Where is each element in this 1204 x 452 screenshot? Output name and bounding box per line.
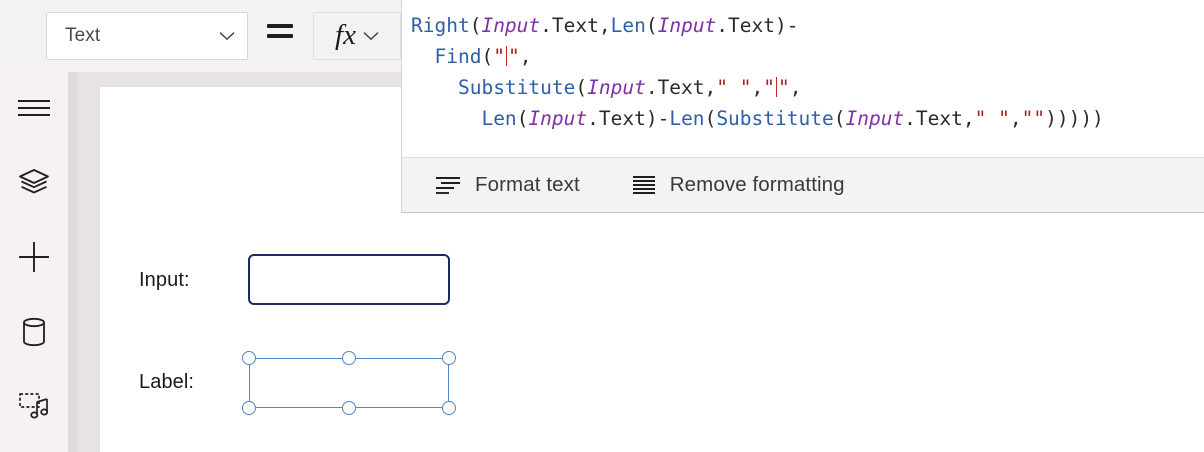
rail-item-data[interactable] xyxy=(0,310,68,354)
label-field-label: Label: xyxy=(139,371,195,393)
remove-formatting-label: Remove formatting xyxy=(669,173,845,196)
formula-token-prop: .Text xyxy=(716,14,775,37)
formula-line: Find("", xyxy=(411,41,1204,72)
resize-handle-bottom-left[interactable] xyxy=(242,401,256,415)
formula-token-pun: , xyxy=(1009,107,1022,130)
formula-token-fn: Len xyxy=(610,14,646,37)
formula-token-str: " xyxy=(763,76,776,99)
formula-token-pun: , xyxy=(598,14,611,37)
formula-token-pun: , xyxy=(962,107,975,130)
formula-token-id: Input xyxy=(528,107,588,130)
input-text-control[interactable] xyxy=(248,254,450,305)
rail-item-tree-view[interactable] xyxy=(0,160,68,204)
formula-token-pun: , xyxy=(704,76,717,99)
fx-button[interactable]: fx xyxy=(313,12,401,60)
property-select-value: Text xyxy=(65,25,101,46)
formula-token-fn: Len xyxy=(669,107,705,130)
formula-token-pun: , xyxy=(789,76,802,99)
formula-line: Len(Input.Text)-Len(Substitute(Input.Tex… xyxy=(411,103,1204,134)
fx-glyph: fx xyxy=(335,18,356,51)
format-text-button[interactable]: Format text xyxy=(429,165,586,205)
left-rail xyxy=(0,72,68,452)
formula-token-pun: ( xyxy=(704,107,717,130)
property-select[interactable]: Text xyxy=(46,12,248,60)
formula-token-prop: .Text xyxy=(645,76,705,99)
formula-token-pun: ))))) xyxy=(1045,107,1104,130)
formula-token-str: " xyxy=(493,45,505,68)
formula-token-pun xyxy=(411,107,481,130)
formula-token-id: Input xyxy=(481,14,541,37)
formula-token-pun: ( xyxy=(481,45,494,68)
formula-token-pun: , xyxy=(519,45,532,68)
formula-token-pun: ( xyxy=(575,76,588,99)
formula-token-prop: .Text xyxy=(904,107,963,130)
formula-token-id: Input xyxy=(657,14,717,37)
formula-token-str: " xyxy=(507,45,520,68)
equals-sign xyxy=(267,24,293,46)
database-icon xyxy=(23,317,45,347)
formula-editor-panel: Right(Input.Text,Len(Input.Text)- Find("… xyxy=(401,0,1204,213)
plus-icon xyxy=(19,242,49,272)
format-text-icon xyxy=(436,177,460,194)
rail-separator xyxy=(68,72,77,452)
rail-item-media[interactable] xyxy=(0,383,68,427)
format-text-label: Format text xyxy=(475,173,580,196)
formula-token-pun: ( xyxy=(469,14,482,37)
formula-token-prop: .Text xyxy=(540,14,599,37)
formula-toolbar: Format text Remove formatting xyxy=(402,157,1204,212)
chevron-down-icon xyxy=(219,32,235,41)
rail-item-insert[interactable] xyxy=(0,235,68,279)
text-caret xyxy=(505,46,507,66)
formula-token-pun: ( xyxy=(516,107,529,130)
formula-token-pun: ( xyxy=(833,107,846,130)
resize-handle-bottom-right[interactable] xyxy=(442,401,456,415)
formula-code-editor[interactable]: Right(Input.Text,Len(Input.Text)- Find("… xyxy=(402,0,1204,156)
media-icon xyxy=(19,393,49,419)
formula-token-id: Input xyxy=(587,76,646,99)
remove-formatting-icon xyxy=(632,175,655,194)
formula-token-fn: Substitute xyxy=(457,76,576,99)
formula-token-pun: )- xyxy=(775,14,799,37)
formula-token-pun: )- xyxy=(645,107,670,130)
remove-formatting-button[interactable]: Remove formatting xyxy=(626,165,851,205)
formula-line: Right(Input.Text,Len(Input.Text)- xyxy=(411,10,1204,41)
formula-token-str: " " xyxy=(716,76,752,99)
formula-token-str: " xyxy=(778,76,790,99)
resize-handle-top-right[interactable] xyxy=(442,351,456,365)
input-field-label: Input: xyxy=(139,269,190,291)
formula-token-str: "" xyxy=(1021,107,1046,130)
text-caret xyxy=(776,77,778,97)
formula-token-fn: Find xyxy=(434,45,482,68)
formula-line: Substitute(Input.Text," ","", xyxy=(411,72,1204,103)
formula-token-pun: ( xyxy=(645,14,658,37)
formula-token-fn: Right xyxy=(411,14,470,37)
hamburger-menu-icon xyxy=(18,99,50,117)
formula-token-fn: Len xyxy=(481,107,517,130)
formula-token-prop: .Text xyxy=(587,107,646,130)
rail-item-menu[interactable] xyxy=(0,86,68,130)
resize-handle-top-left[interactable] xyxy=(242,351,256,365)
resize-handle-top-center[interactable] xyxy=(342,351,356,365)
formula-token-pun xyxy=(411,45,434,68)
formula-token-pun xyxy=(411,76,458,99)
formula-token-id: Input xyxy=(845,107,905,130)
resize-handle-bottom-center[interactable] xyxy=(342,401,356,415)
formula-token-str: " " xyxy=(974,107,1010,130)
layers-icon xyxy=(19,169,49,194)
formula-token-pun: , xyxy=(751,76,764,99)
formula-token-fn: Substitute xyxy=(716,107,834,130)
chevron-down-icon xyxy=(363,32,379,41)
